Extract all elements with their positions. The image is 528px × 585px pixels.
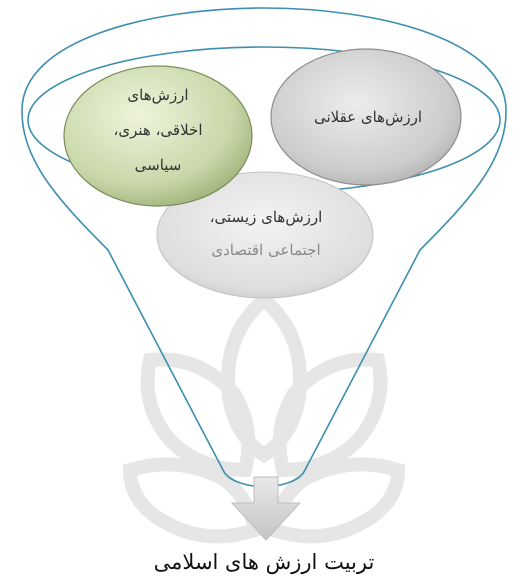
output-label: تربیت ارزش های اسلامی (0, 550, 528, 574)
moral-line-2: اخلاقی، هنری، (114, 121, 203, 139)
rational-line-1: ارزش‌های عقلانی (314, 108, 422, 126)
moral-line-3: سیاسی (135, 156, 182, 174)
bio-line-1: ارزش‌های زیستی، (210, 208, 323, 226)
bio-line-2: اجتماعی اقتصادی (211, 241, 320, 259)
moral-line-1: ارزش‌های (127, 86, 188, 104)
